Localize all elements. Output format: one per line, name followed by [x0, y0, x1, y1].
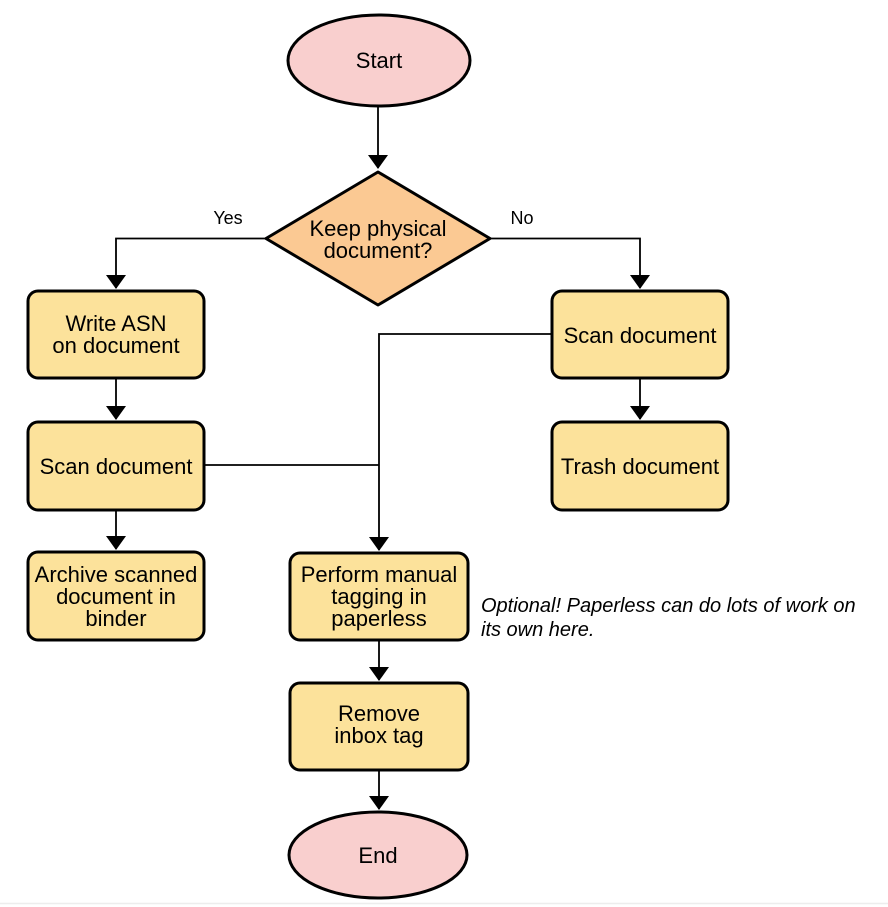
- scan-right-label: Scan document: [564, 323, 717, 348]
- edge-label-yes: Yes: [213, 208, 242, 228]
- remove-inbox-box: [288, 681, 470, 772]
- decision-diamond: [264, 170, 492, 307]
- remove-inbox-label-line1: Remove: [338, 701, 420, 726]
- node-write-asn: Write ASN on document: [26, 289, 206, 380]
- node-end: End: [287, 810, 469, 900]
- node-scan-document-left: Scan document: [26, 420, 206, 512]
- decision-label-line2: document?: [324, 238, 433, 263]
- scan-left-label: Scan document: [40, 454, 193, 479]
- scan-right-box: [550, 289, 730, 380]
- write-asn-box: [26, 289, 206, 380]
- archive-label-line1: Archive scanned: [35, 562, 198, 587]
- edge-scan-right-to-tagging: [369, 333, 552, 551]
- note-line1: Optional! Paperless can do lots of work …: [481, 595, 856, 617]
- note-optional: Optional! Paperless can do lots of work …: [481, 595, 856, 641]
- node-trash-document: Trash document: [550, 420, 730, 512]
- trash-box: [550, 420, 730, 512]
- node-archive-scanned: Archive scanned document in binder: [26, 550, 206, 642]
- tagging-label-line2: tagging in: [331, 584, 426, 609]
- edge-label-no: No: [510, 208, 533, 228]
- tagging-label-line3: paperless: [331, 606, 426, 631]
- node-manual-tagging: Perform manual tagging in paperless: [288, 551, 470, 642]
- tagging-label-line1: Perform manual: [301, 562, 458, 587]
- edge-decision-yes-to-write-asn: [106, 237, 266, 289]
- write-asn-label-line2: on document: [52, 333, 179, 358]
- end-label: End: [358, 843, 397, 868]
- tagging-box: [288, 551, 470, 642]
- edge-decision-no-to-scan-right: [490, 237, 650, 289]
- note-line2: its own here.: [481, 619, 594, 641]
- archive-label-line3: binder: [85, 606, 146, 631]
- decision-label-line1: Keep physical: [310, 216, 447, 241]
- remove-inbox-label-line2: inbox tag: [334, 723, 423, 748]
- archive-label-line2: document in: [56, 584, 176, 609]
- node-scan-document-right: Scan document: [550, 289, 730, 380]
- node-start: Start: [286, 13, 472, 108]
- archive-box: [26, 550, 206, 642]
- trash-label: Trash document: [561, 454, 719, 479]
- start-ellipse: [286, 13, 472, 108]
- write-asn-label-line1: Write ASN: [65, 311, 166, 336]
- node-keep-physical-decision: Keep physical document?: [264, 170, 492, 307]
- start-label: Start: [356, 48, 402, 73]
- scan-left-box: [26, 420, 206, 512]
- node-remove-inbox-tag: Remove inbox tag: [288, 681, 470, 772]
- end-ellipse: [287, 810, 469, 900]
- edges: [106, 106, 650, 810]
